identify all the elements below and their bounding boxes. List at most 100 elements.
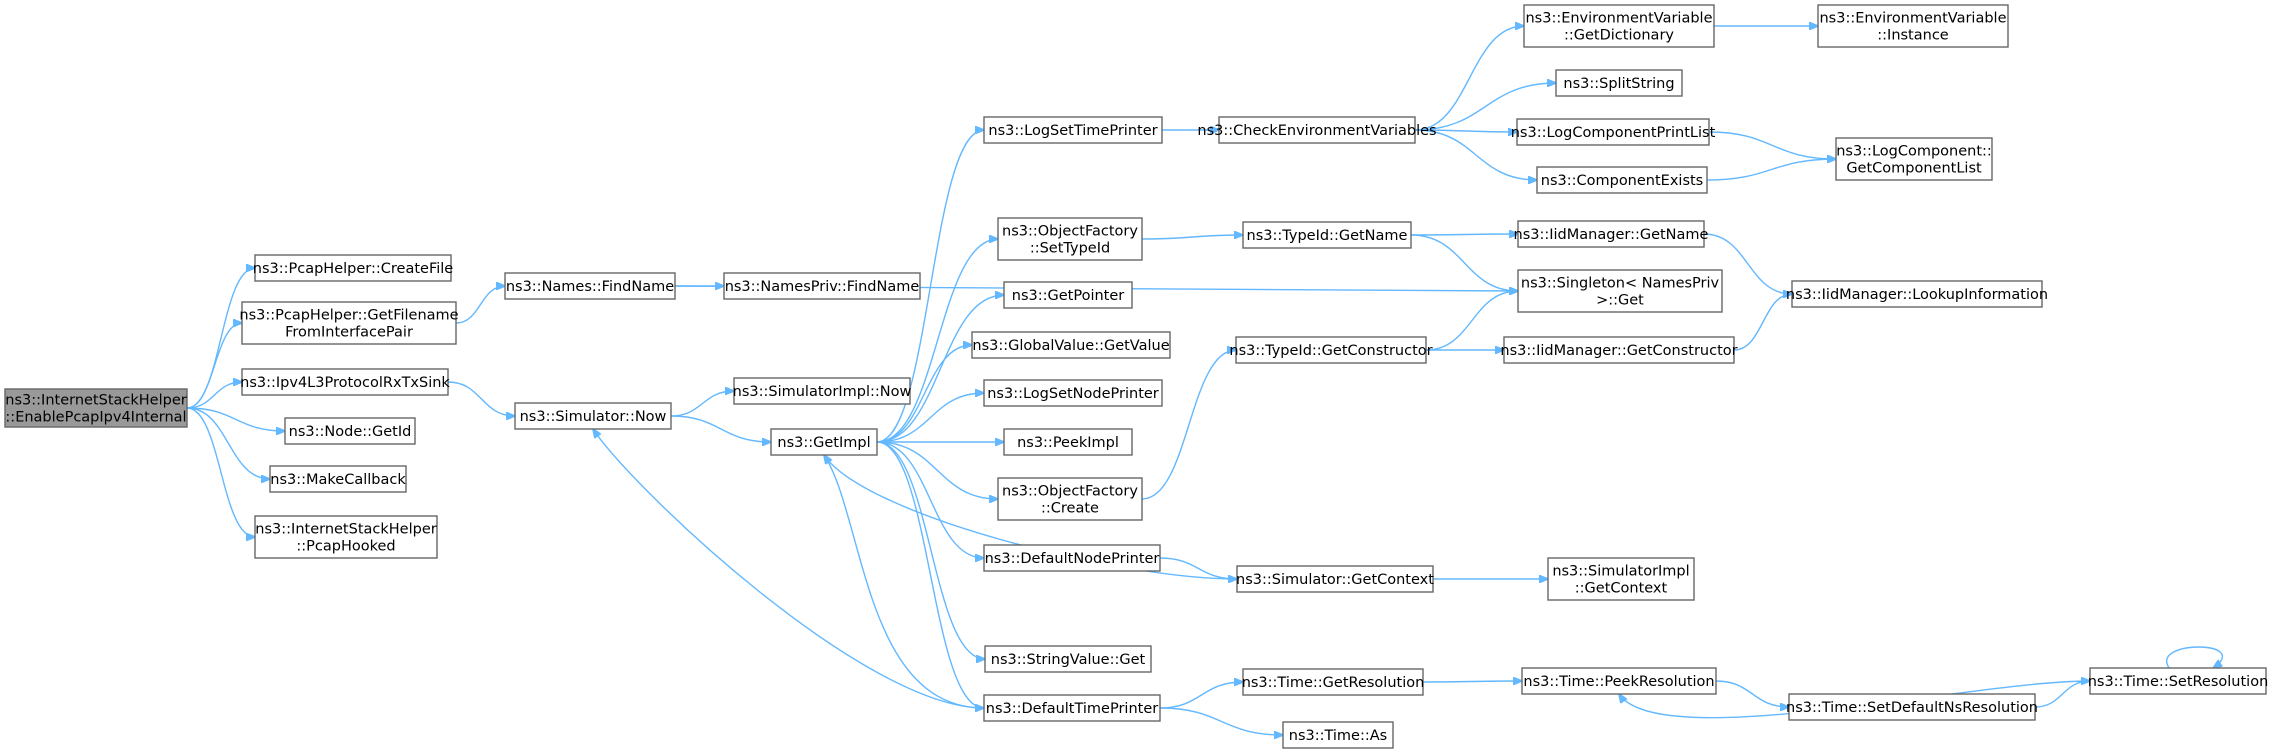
node-box[interactable]: [1242, 668, 1424, 696]
graph-node-cev[interactable]: ns3::CheckEnvironmentVariables: [1197, 116, 1437, 144]
graph-node-tgn[interactable]: ns3::TypeId::GetName: [1242, 221, 1412, 249]
node-box[interactable]: [1242, 221, 1412, 249]
node-label: ns3::Time::SetDefaultNsResolution: [1786, 700, 2038, 716]
graph-node-dtp[interactable]: ns3::DefaultTimePrinter: [983, 694, 1161, 722]
graph-node-gptr[interactable]: ns3::GetPointer: [1003, 281, 1133, 309]
node-box[interactable]: [1236, 565, 1434, 593]
graph-node-nfind[interactable]: ns3::Names::FindName: [504, 272, 676, 300]
node-box[interactable]: [1516, 118, 1710, 146]
graph-node-tsdr[interactable]: ns3::Time::SetDefaultNsResolution: [1786, 693, 2038, 721]
node-box[interactable]: [1003, 281, 1133, 309]
node-box[interactable]: [723, 272, 921, 300]
node-box[interactable]: [4, 388, 188, 428]
node-label: ns3::GetPointer: [1012, 288, 1125, 304]
graph-node-mcb[interactable]: ns3::MakeCallback: [269, 465, 407, 493]
node-box[interactable]: [514, 402, 672, 430]
node-label: ns3::InternetStackHelper: [5, 393, 186, 409]
node-box[interactable]: [984, 645, 1152, 673]
graph-node-tpr[interactable]: ns3::Time::PeekResolution: [1521, 667, 1717, 695]
node-box[interactable]: [269, 465, 407, 493]
node-box[interactable]: [1788, 693, 2036, 721]
node-box[interactable]: [983, 379, 1163, 407]
node-box[interactable]: [241, 301, 457, 345]
node-box[interactable]: [770, 428, 878, 456]
edge-imgc-to-imli: [1733, 294, 1792, 351]
graph-node-peek[interactable]: ns3::PeekImpl: [1003, 428, 1133, 456]
edge-ofsti-to-tgn: [1141, 235, 1243, 240]
graph-node-simnow[interactable]: ns3::Simulator::Now: [514, 402, 672, 430]
node-box[interactable]: [983, 116, 1163, 144]
graph-node-siminow[interactable]: ns3::SimulatorImpl::Now: [733, 377, 912, 405]
graph-node-pcf[interactable]: ns3::PcapHelper::CreateFile: [253, 254, 454, 282]
node-box[interactable]: [1835, 137, 1993, 181]
node-box[interactable]: [1555, 69, 1683, 97]
graph-node-sigc[interactable]: ns3::SimulatorImpl::GetContext: [1547, 557, 1695, 601]
node-box[interactable]: [254, 515, 438, 559]
graph-node-evgd[interactable]: ns3::EnvironmentVariable::GetDictionary: [1523, 4, 1715, 48]
graph-node-lsnp[interactable]: ns3::LogSetNodePrinter: [983, 379, 1163, 407]
node-box[interactable]: [284, 417, 416, 445]
node-box[interactable]: [1517, 220, 1705, 248]
node-box[interactable]: [1791, 280, 2043, 308]
graph-node-ofc[interactable]: ns3::ObjectFactory::Create: [997, 477, 1143, 521]
node-box[interactable]: [971, 331, 1171, 359]
graph-node-root[interactable]: ns3::InternetStackHelper::EnablePcapIpv4…: [4, 388, 188, 428]
graph-node-split[interactable]: ns3::SplitString: [1555, 69, 1683, 97]
node-box[interactable]: [1003, 428, 1133, 456]
node-box[interactable]: [1282, 721, 1394, 749]
node-box[interactable]: [1235, 336, 1427, 364]
node-box[interactable]: [1521, 667, 1717, 695]
node-box[interactable]: [997, 217, 1143, 261]
edge-dtp-to-getimpl: [824, 455, 985, 709]
node-box[interactable]: [2089, 667, 2267, 695]
edge-sgc-to-getimpl: [824, 455, 1238, 580]
graph-node-sing[interactable]: ns3::Singleton< NamesPriv>::Get: [1517, 269, 1723, 313]
node-label: ::SetTypeId: [1030, 241, 1110, 257]
edges-layer: [186, 26, 2224, 735]
node-label: ns3::PcapHelper::GetFilename: [239, 308, 458, 324]
node-box[interactable]: [983, 544, 1161, 572]
node-box[interactable]: [733, 377, 911, 405]
graph-node-tgc[interactable]: ns3::TypeId::GetConstructor: [1229, 336, 1433, 364]
node-box[interactable]: [1547, 557, 1695, 601]
graph-node-lstp[interactable]: ns3::LogSetTimePrinter: [983, 116, 1163, 144]
node-box[interactable]: [1817, 4, 2009, 48]
node-label: ::Create: [1041, 501, 1099, 517]
edge-cexists-to-lcgcl: [1706, 159, 1836, 181]
node-box[interactable]: [1523, 4, 1715, 48]
edge-getimpl-to-lstp: [876, 130, 984, 443]
node-box[interactable]: [1536, 166, 1708, 194]
graph-node-nodeid[interactable]: ns3::Node::GetId: [284, 417, 416, 445]
node-box[interactable]: [504, 272, 676, 300]
node-label: GetComponentList: [1846, 161, 1982, 177]
node-label: ns3::SplitString: [1563, 76, 1674, 92]
node-box[interactable]: [997, 477, 1143, 521]
node-box[interactable]: [1503, 336, 1735, 364]
node-label: ns3::Singleton< NamesPriv: [1521, 276, 1720, 292]
node-box[interactable]: [1218, 116, 1416, 144]
graph-node-lcgcl[interactable]: ns3::LogComponent::GetComponentList: [1835, 137, 1993, 181]
graph-node-tgr[interactable]: ns3::Time::GetResolution: [1242, 668, 1425, 696]
graph-node-getimpl[interactable]: ns3::GetImpl: [770, 428, 878, 456]
graph-node-ofsti[interactable]: ns3::ObjectFactory::SetTypeId: [997, 217, 1143, 261]
graph-node-sgc[interactable]: ns3::Simulator::GetContext: [1236, 565, 1434, 593]
node-box[interactable]: [1517, 269, 1723, 313]
graph-node-lcpl[interactable]: ns3::LogComponentPrintList: [1511, 118, 1716, 146]
graph-node-pgf[interactable]: ns3::PcapHelper::GetFilenameFromInterfac…: [239, 301, 459, 345]
graph-node-imli[interactable]: ns3::IidManager::LookupInformation: [1786, 280, 2048, 308]
graph-node-ph[interactable]: ns3::InternetStackHelper::PcapHooked: [254, 515, 438, 559]
graph-node-npfind[interactable]: ns3::NamesPriv::FindName: [723, 272, 921, 300]
graph-node-dnp[interactable]: ns3::DefaultNodePrinter: [983, 544, 1161, 572]
graph-node-imgn[interactable]: ns3::IidManager::GetName: [1514, 220, 1709, 248]
graph-node-imgc[interactable]: ns3::IidManager::GetConstructor: [1500, 336, 1738, 364]
graph-node-svg[interactable]: ns3::StringValue::Get: [984, 645, 1152, 673]
graph-node-cexists[interactable]: ns3::ComponentExists: [1536, 166, 1708, 194]
graph-node-tas[interactable]: ns3::Time::As: [1282, 721, 1394, 749]
node-box[interactable]: [241, 368, 449, 396]
graph-node-tsr[interactable]: ns3::Time::SetResolution: [2088, 667, 2269, 695]
node-box[interactable]: [983, 694, 1161, 722]
node-box[interactable]: [254, 254, 452, 282]
graph-node-ipv4[interactable]: ns3::Ipv4L3ProtocolRxTxSink: [240, 368, 450, 396]
graph-node-gvgv[interactable]: ns3::GlobalValue::GetValue: [971, 331, 1171, 359]
graph-node-evi[interactable]: ns3::EnvironmentVariable::Instance: [1817, 4, 2009, 48]
